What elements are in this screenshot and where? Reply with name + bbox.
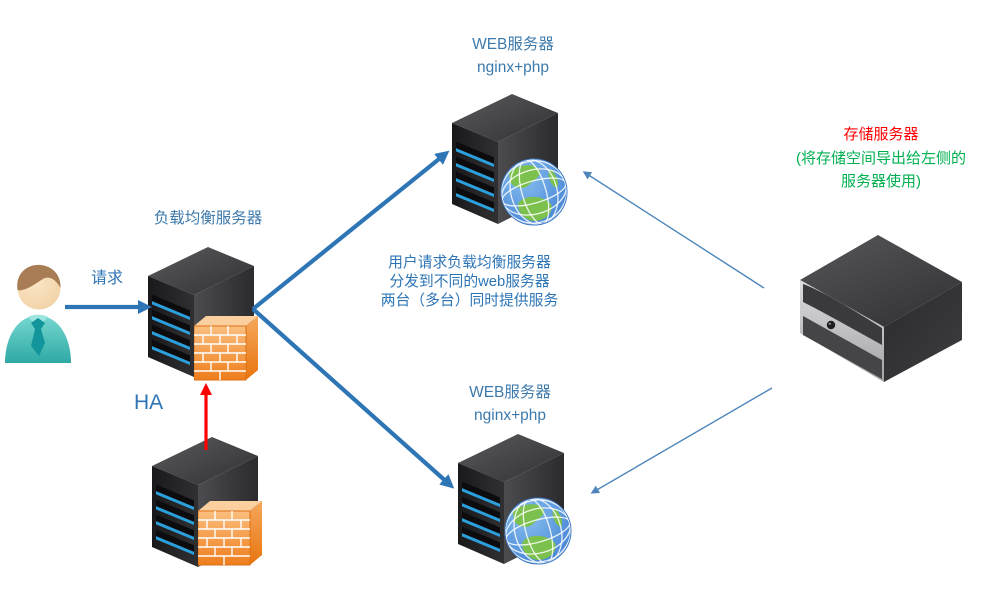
web-server-bottom-label: WEB服务器 nginx+php xyxy=(430,381,590,427)
storage-server-label: 存储服务器 (将存储空间导出给左侧的 服务器使用) xyxy=(780,123,982,194)
globe-icon xyxy=(503,496,573,566)
web-server-top-label: WEB服务器 nginx+php xyxy=(433,33,593,79)
center-note-line-3: 两台（多台）同时提供服务 xyxy=(380,292,559,309)
storage-server-title: 存储服务器 xyxy=(843,126,919,143)
storage-note-line-2: 服务器使用) xyxy=(841,173,921,190)
web-server-top-subtitle: nginx+php xyxy=(477,59,549,76)
firewall-icon xyxy=(194,316,258,382)
center-note-line-1: 用户请求负载均衡服务器 xyxy=(388,255,551,271)
storage-to-web-top-arrow xyxy=(582,171,765,289)
ha-label: HA xyxy=(134,391,164,414)
lb-to-web-bottom-arrow xyxy=(251,307,455,489)
storage-note-line-1: (将存储空间导出给左侧的 xyxy=(796,149,966,167)
nas-storage-icon xyxy=(793,232,965,384)
globe-icon xyxy=(499,157,569,227)
user-icon xyxy=(2,257,74,363)
web-server-top-title: WEB服务器 xyxy=(472,36,554,53)
storage-to-web-bottom-arrow xyxy=(590,387,773,494)
request-label: 请求 xyxy=(90,270,123,287)
firewall-icon xyxy=(198,501,262,567)
load-balancer-label: 负载均衡服务器 xyxy=(153,210,263,227)
web-server-bottom-subtitle: nginx+php xyxy=(474,407,546,424)
center-note-line-2: 分发到不同的web服务器 xyxy=(389,273,550,290)
center-note: 用户请求负载均衡服务器 分发到不同的web服务器 两台（多台）同时提供服务 xyxy=(367,254,572,310)
web-server-bottom-title: WEB服务器 xyxy=(469,384,551,401)
